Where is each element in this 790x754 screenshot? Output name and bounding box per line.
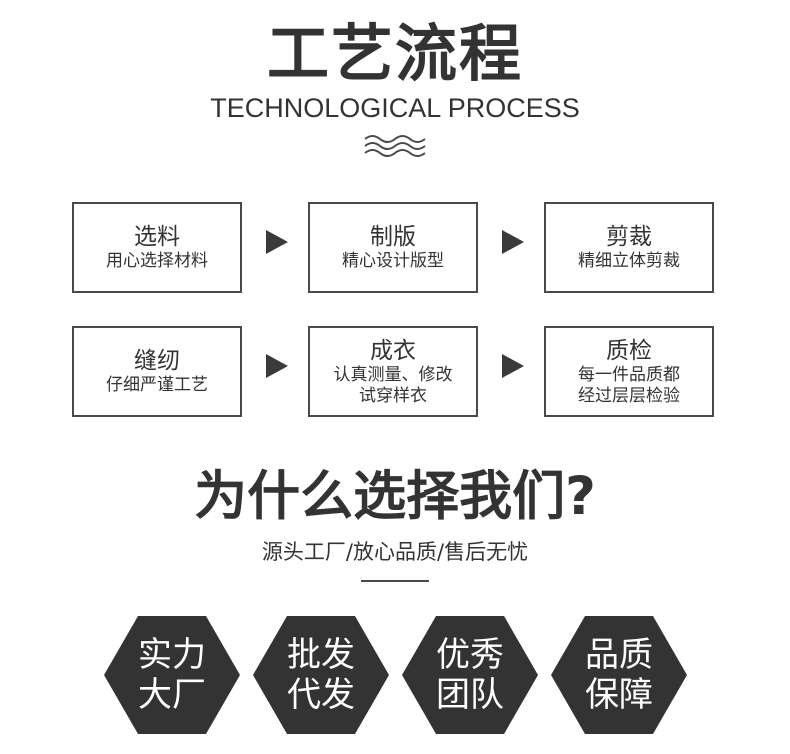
process-step-sewing: 缝纫 仔细严谨工艺 [72,326,242,417]
why-choose-us-heading: 为什么选择我们? [194,466,596,527]
arrow-right-icon [266,354,288,378]
feature-hexagon-wholesale: 批发 代发 [253,616,389,734]
process-step-quality-check: 质检 每一件品质都 经过层层检验 [544,326,714,417]
page-subtitle: TECHNOLOGICAL PROCESS [210,93,580,123]
step-desc: 每一件品质都 经过层层检验 [578,364,680,406]
process-step-cutting: 剪裁 精细立体剪裁 [544,202,714,293]
step-title: 质检 [606,337,652,364]
wave-divider-icon [364,135,426,157]
divider-line [361,580,429,582]
step-title: 选料 [134,224,180,250]
feature-line2: 代发 [287,675,355,715]
feature-line1: 批发 [287,635,355,675]
step-title: 剪裁 [606,224,652,250]
step-desc: 精心设计版型 [342,251,444,271]
feature-line1: 实力 [138,635,206,675]
step-desc: 用心选择材料 [106,251,208,271]
arrow-right-icon [266,230,288,254]
feature-line1: 优秀 [436,635,504,675]
step-title: 成衣 [370,337,416,364]
why-slogan: 源头工厂/放心品质/售后无忧 [261,540,529,564]
process-step-finished-garment: 成衣 认真测量、修改 试穿样衣 [308,326,478,417]
page-title: 工艺流程 [266,17,523,90]
feature-hexagon-strength: 实力 大厂 [104,616,240,734]
step-desc: 认真测量、修改 试穿样衣 [333,364,453,406]
step-desc: 精细立体剪裁 [578,251,680,271]
step-title: 制版 [370,224,416,250]
arrow-right-icon [502,354,524,378]
process-step-pattern: 制版 精心设计版型 [308,202,478,293]
step-title: 缝纫 [134,348,180,374]
process-step-select-material: 选料 用心选择材料 [72,202,242,293]
feature-line2: 大厂 [138,675,206,715]
feature-hexagon-team: 优秀 团队 [402,616,538,734]
step-desc: 仔细严谨工艺 [106,375,208,395]
feature-hexagon-quality: 品质 保障 [551,616,687,734]
feature-line1: 品质 [585,635,653,675]
feature-line2: 团队 [436,675,504,715]
feature-line2: 保障 [585,675,653,715]
arrow-right-icon [502,230,524,254]
